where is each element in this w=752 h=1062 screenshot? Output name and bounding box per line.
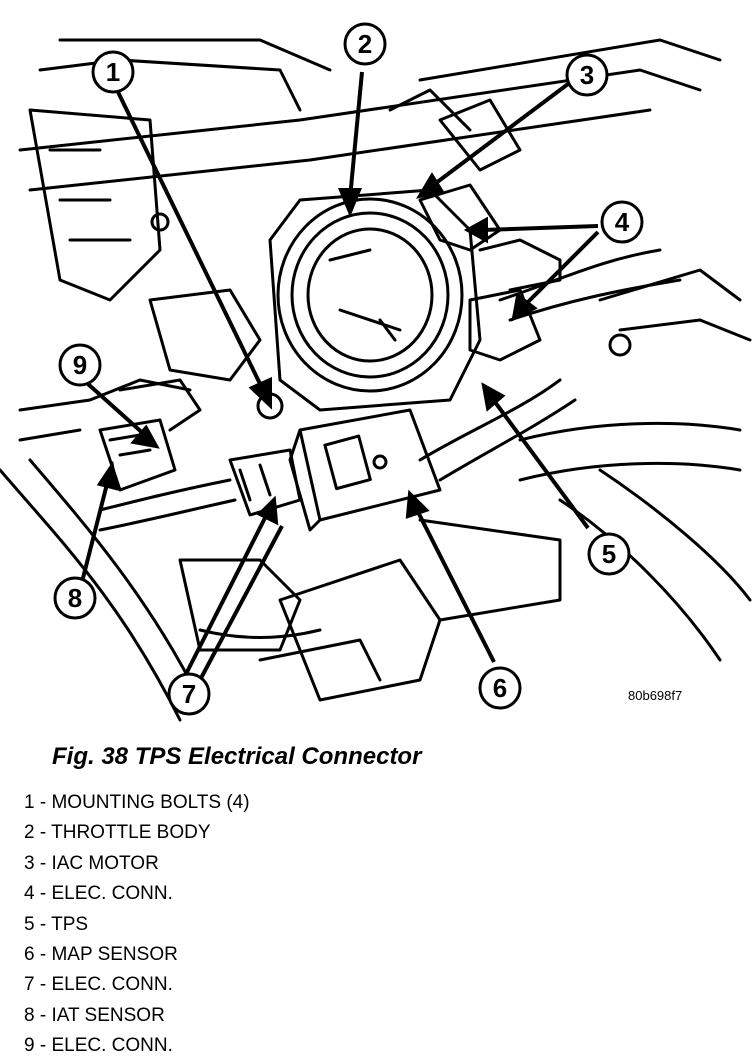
svg-text:8: 8: [68, 583, 82, 613]
legend-text: ELEC. CONN.: [51, 883, 173, 905]
legend-list: 1 - MOUNTING BOLTS (4) 2 - THROTTLE BODY…: [24, 788, 250, 1062]
callout-3: 3: [565, 53, 609, 97]
callout-9: 9: [58, 343, 102, 387]
legend-text: MOUNTING BOLTS (4): [51, 792, 250, 813]
legend-number: 1: [24, 792, 35, 813]
legend-text: IAT SENSOR: [51, 1004, 165, 1026]
legend-item: 6 - MAP SENSOR: [24, 943, 178, 965]
legend-item: 5 - TPS: [24, 913, 89, 935]
legend-text: IAC MOTOR: [51, 852, 159, 874]
harness-left: [98, 478, 237, 532]
svg-text:7: 7: [182, 679, 196, 709]
svg-text:6: 6: [493, 673, 507, 703]
callout-7: 7: [167, 672, 211, 716]
legend-item: 2 - THROTTLE BODY: [24, 822, 211, 844]
legend-number: 5: [24, 913, 35, 935]
svg-text:5: 5: [602, 539, 616, 569]
throttle-body-bore: [290, 211, 450, 379]
legend-number: 7: [24, 974, 35, 996]
svg-text:4: 4: [615, 207, 630, 237]
left-bracket-detail: [48, 148, 132, 242]
legend-number: 9: [24, 1035, 35, 1057]
legend-text: ELEC. CONN.: [51, 974, 173, 996]
air-hose: [418, 378, 577, 482]
legend-number: 4: [24, 883, 35, 905]
legend-number: 3: [24, 852, 35, 874]
legend-item: 4 - ELEC. CONN.: [24, 883, 173, 905]
legend-text: ELEC. CONN.: [51, 1035, 173, 1057]
legend-text: MAP SENSOR: [51, 943, 178, 965]
callout-8: 8: [53, 576, 97, 620]
callout-2: 2: [343, 22, 387, 66]
figure-title: Fig. 38 TPS Electrical Connector: [52, 743, 422, 770]
svg-text:2: 2: [358, 29, 372, 59]
legend-item: 3 - IAC MOTOR: [24, 852, 159, 874]
legend-number: 6: [24, 943, 35, 965]
legend-text: TPS: [51, 913, 89, 935]
legend-item: 8 - IAT SENSOR: [24, 1004, 165, 1026]
svg-text:1: 1: [106, 57, 120, 87]
intake-manifold-top: [38, 38, 332, 112]
svg-text:9: 9: [73, 350, 87, 380]
callout-6: 6: [478, 666, 522, 710]
engine-illustration: 1 2 3 4 5 6 7 8 9: [0, 22, 752, 722]
legend-text: THROTTLE BODY: [51, 822, 211, 844]
callout-4: 4: [600, 200, 644, 244]
legend-item: 9 - ELEC. CONN.: [24, 1035, 173, 1057]
legend-item: 7 - ELEC. CONN.: [24, 974, 173, 996]
map-sensor: [298, 408, 442, 522]
legend-item: 1 - MOUNTING BOLTS (4): [24, 792, 250, 813]
fuel-rail: [18, 38, 722, 192]
tps-connector: [468, 288, 542, 362]
svg-text:3: 3: [580, 60, 594, 90]
legend-number: 2: [24, 822, 35, 844]
map-connector: [228, 448, 302, 517]
callout-5: 5: [587, 532, 631, 576]
legend-number: 8: [24, 1004, 35, 1026]
callout-1: 1: [91, 50, 135, 94]
figure-code: 80b698f7: [628, 688, 683, 703]
